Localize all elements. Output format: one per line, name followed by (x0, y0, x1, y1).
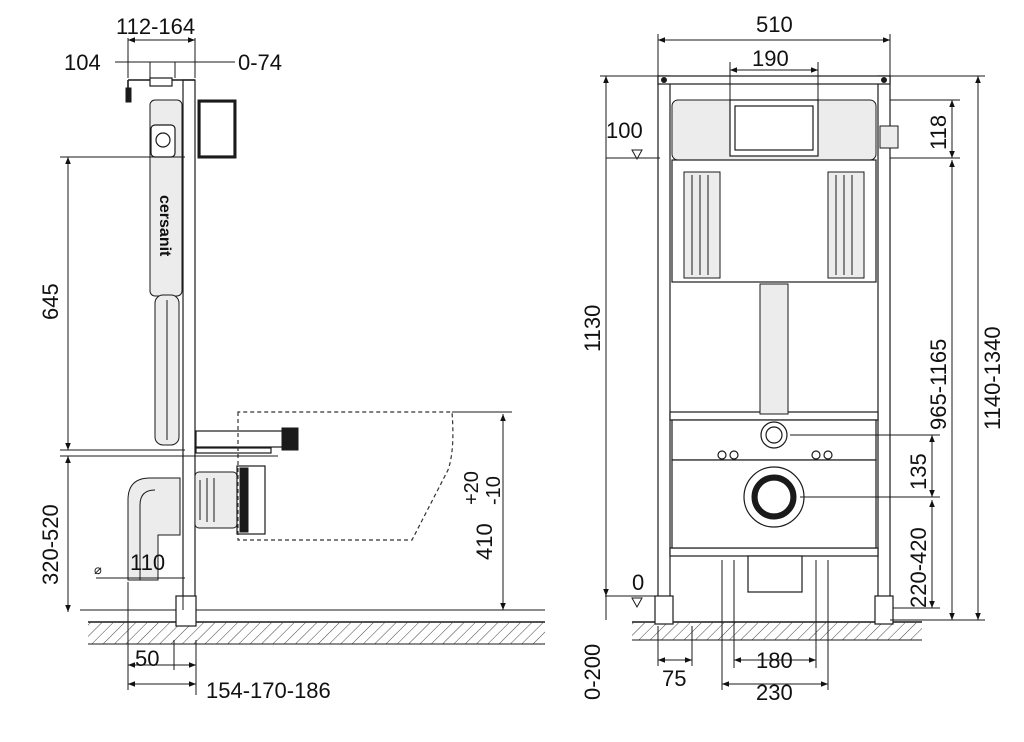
front-frame (654, 75, 894, 625)
dim-410-tol-minus: -10 (483, 476, 505, 505)
dim-645: 645 (38, 283, 63, 320)
dim-230: 230 (756, 680, 793, 705)
top-bracket (125, 77, 195, 103)
dim-75: 75 (662, 666, 686, 691)
dim-965-1165: 965-1165 (926, 339, 951, 430)
dim-0-74: 0-74 (238, 50, 282, 75)
side-view: cersanit (38, 14, 545, 703)
side-floor (80, 609, 545, 645)
cistern-front (671, 99, 899, 415)
front-dimensions (600, 34, 985, 690)
dim-0-200: 0-200 (580, 644, 605, 700)
dim-1130: 1130 (580, 305, 605, 352)
dim-110: 110 (130, 550, 165, 575)
dim-220-420: 220-420 (906, 527, 931, 608)
side-dimensions (60, 37, 512, 695)
front-outlets (671, 419, 877, 593)
dim-1140-1340: 1140-1340 (980, 326, 1005, 430)
dim-320-520: 320-520 (38, 504, 63, 585)
wc-bowl-outline (237, 411, 454, 541)
dim-50: 50 (135, 646, 159, 671)
brand-label: cersanit (156, 195, 173, 257)
dim-410-tol-plus: +20 (461, 471, 483, 505)
flush-plate-inner (199, 101, 235, 157)
cistern-side: cersanit (149, 99, 183, 446)
front-floor (605, 595, 922, 641)
dim-112-164: 112-164 (116, 14, 195, 39)
dim-118: 118 (926, 115, 951, 150)
dim-154-170-186: 154-170-186 (206, 678, 331, 703)
front-view: 510 190 100 118 1130 965-1165 1140-1340 … (580, 12, 1005, 705)
dim-510: 510 (756, 12, 793, 37)
flush-pipe (195, 427, 299, 454)
drain-elbow (127, 465, 266, 581)
dim-135: 135 (906, 453, 931, 490)
dim-100: 100 (606, 118, 643, 143)
dim-0: 0 (632, 570, 644, 595)
dim-190: 190 (752, 46, 789, 71)
dim-180: 180 (756, 648, 793, 673)
dim-410: 410 (472, 523, 497, 560)
dim-104: 104 (64, 50, 101, 75)
diameter-symbol: ⌀ (94, 562, 102, 577)
